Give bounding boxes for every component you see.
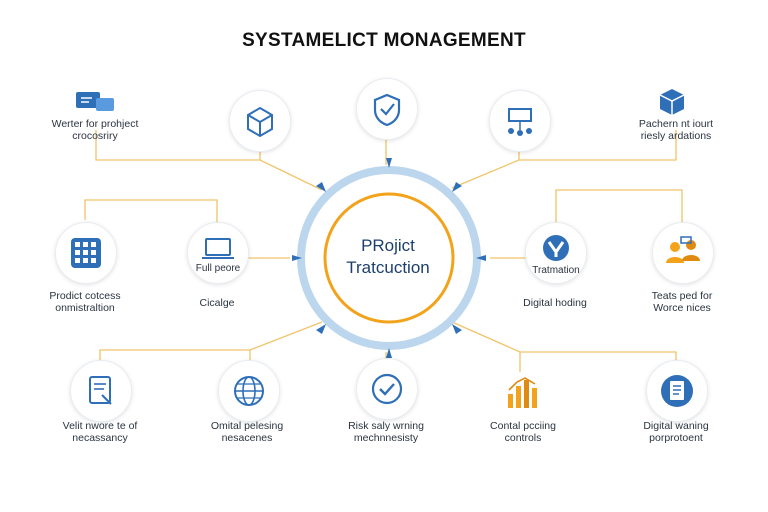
inner-ring bbox=[323, 192, 455, 324]
connector-top-left-corner bbox=[95, 130, 323, 191]
diagram-title: SYSTAMELICT MONAGEMENT bbox=[242, 30, 526, 51]
grid-icon bbox=[71, 238, 101, 268]
label-top-right-corner: Pachern nt iourt riesly ardations bbox=[638, 118, 714, 142]
center-hub-label[interactable]: PRojict Tratcuction bbox=[346, 236, 430, 277]
checkmark-icon bbox=[371, 373, 403, 405]
arrow-top bbox=[386, 158, 392, 168]
file-icon bbox=[661, 375, 693, 407]
connector-top-right-corner bbox=[519, 130, 677, 161]
inner-label-mid-left: Full peore bbox=[195, 263, 241, 274]
package-icon bbox=[659, 89, 685, 115]
label-mid-right-far: Teats ped for Worce nices bbox=[651, 290, 713, 314]
label-bottom-3: Risk saly wrning mechnnesisty bbox=[348, 420, 424, 444]
network-icon bbox=[508, 108, 532, 136]
connector-mid-right-top bbox=[555, 189, 683, 222]
arrow-right bbox=[476, 255, 486, 261]
label-bottom-4: Contal pcciing controls bbox=[490, 420, 556, 444]
node-bottom-5[interactable] bbox=[646, 360, 708, 422]
arrow-top-left bbox=[316, 182, 326, 192]
node-top-2[interactable] bbox=[356, 78, 418, 140]
node-bottom-2[interactable] bbox=[218, 360, 280, 422]
label-mid-left: Cicalge bbox=[199, 297, 235, 309]
label-bottom-2: Omital pelesing nesacenes bbox=[210, 420, 284, 444]
node-bottom-3[interactable] bbox=[356, 358, 418, 420]
label-top-left-corner: Werter for prohject crocosriry bbox=[51, 118, 139, 142]
arrow-bottom-right bbox=[452, 324, 462, 334]
inner-label-mid-right: Tratmation bbox=[532, 265, 580, 276]
arrow-bottom-left bbox=[316, 324, 326, 334]
globe-icon bbox=[234, 376, 264, 406]
message-icon bbox=[76, 92, 114, 111]
node-top-1[interactable] bbox=[229, 90, 291, 152]
arrow-top-right bbox=[452, 182, 462, 192]
connector-mid-left-top bbox=[84, 199, 218, 222]
arrow-left bbox=[292, 255, 302, 261]
label-mid-left-far: Prodict cotcess onmistraltion bbox=[49, 290, 121, 314]
chart-icon bbox=[508, 377, 537, 408]
arrow-bottom bbox=[386, 348, 392, 358]
document-icon bbox=[89, 376, 112, 405]
node-top-3[interactable] bbox=[489, 90, 551, 152]
people-icon bbox=[666, 236, 700, 263]
node-mid-left-far[interactable] bbox=[55, 222, 117, 284]
node-mid-right[interactable]: Tratmation bbox=[525, 222, 587, 284]
connector-bottom-1 bbox=[99, 321, 323, 375]
box-icon bbox=[247, 106, 273, 138]
laptop-icon bbox=[202, 238, 234, 259]
shield-icon bbox=[373, 93, 401, 127]
node-mid-right-far[interactable] bbox=[652, 222, 714, 284]
node-bottom-1[interactable] bbox=[70, 360, 132, 422]
node-mid-left[interactable]: Full peore bbox=[187, 222, 249, 284]
chevron-logo-icon bbox=[543, 235, 569, 261]
label-bottom-5: Digital waning porprotoent bbox=[643, 420, 709, 444]
label-bottom-1: Velit nwore te of necassancy bbox=[62, 420, 138, 444]
connector-bottom-4 bbox=[451, 321, 521, 372]
label-mid-right: Digital hoding bbox=[523, 297, 587, 309]
